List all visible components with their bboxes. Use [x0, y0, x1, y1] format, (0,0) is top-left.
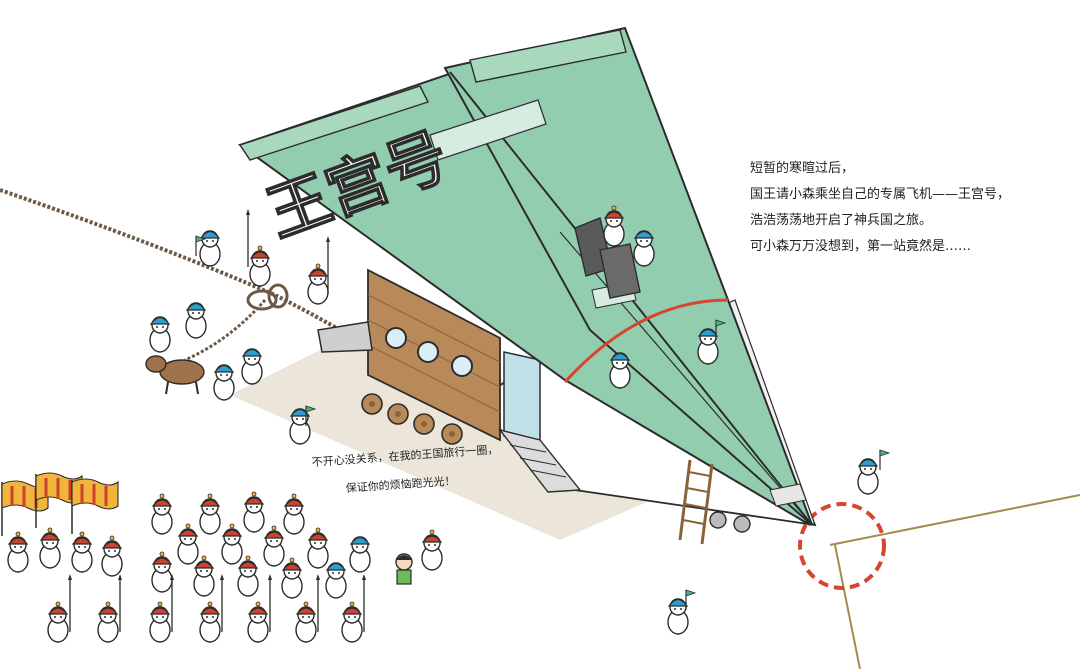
spear-icon	[245, 208, 251, 268]
soldier-figure-icon	[199, 493, 221, 535]
rope-knot-icon	[246, 283, 289, 311]
soldier-figure-icon	[71, 531, 93, 573]
narration-line: 国王请小森乘坐自己的专属飞机——王宫号，	[750, 187, 1011, 202]
porthole-window-icon	[451, 355, 473, 377]
spear-icon	[267, 573, 273, 633]
soldier-figure-icon	[247, 601, 269, 643]
narration-line: 浩浩荡荡地开启了神兵国之旅。	[750, 213, 933, 228]
wheel-icon	[387, 403, 409, 425]
pennant-flag-icon	[685, 589, 696, 611]
soldier-figure-icon	[97, 601, 119, 643]
boy-character-icon	[395, 553, 413, 585]
soldier-figure-icon	[149, 601, 171, 643]
soldier-figure-icon	[307, 263, 329, 305]
cabin-door	[503, 351, 541, 441]
anchor-target	[798, 502, 886, 590]
spear-icon	[219, 573, 225, 633]
tape-patch	[769, 483, 807, 507]
spear-icon	[117, 573, 123, 633]
wheel-icon	[413, 413, 435, 435]
soldier-figure-icon	[283, 493, 305, 535]
soldier-figure-icon	[39, 527, 61, 569]
soldier-figure-icon	[281, 557, 303, 599]
wing-flap-left	[238, 85, 429, 161]
soldier-figure-icon	[697, 328, 719, 365]
rope-left	[0, 188, 341, 332]
soldier-figure-icon	[263, 525, 285, 567]
cockpit-seat	[574, 217, 641, 299]
soldier-figure-icon	[325, 562, 347, 599]
soldier-figure-icon	[199, 230, 221, 267]
rope-right-lower	[834, 544, 861, 669]
wheel-icon	[441, 423, 463, 445]
soldier-figure-icon	[177, 523, 199, 565]
wing-red-stripe	[563, 298, 729, 384]
soldier-figure-icon	[341, 601, 363, 643]
speech-line: 保证你的烦恼跑光光！	[345, 473, 456, 495]
spear-icon	[315, 573, 321, 633]
soldier-figure-icon	[237, 555, 259, 597]
soldier-figure-icon	[149, 316, 171, 353]
wheel-icon	[709, 511, 727, 529]
soldier-figure-icon	[185, 302, 207, 339]
soldier-figure-icon	[289, 408, 311, 445]
pennant-flag-icon	[879, 449, 890, 471]
soldier-figure-icon	[151, 551, 173, 593]
soldier-figure-icon	[47, 601, 69, 643]
soldier-figure-icon	[7, 531, 29, 573]
soldier-figure-icon	[349, 536, 371, 573]
narration-line: 可小森万万没想到，第一站竟然是……	[750, 239, 972, 254]
soldier-figure-icon	[221, 523, 243, 565]
soldier-figure-icon	[101, 535, 123, 577]
horse-icon	[145, 355, 205, 395]
soldier-figure-icon	[307, 527, 329, 569]
tape-patch	[429, 99, 547, 161]
soldier-figure-icon	[151, 493, 173, 535]
wing-flap-right	[469, 29, 627, 83]
porthole-window-icon	[417, 341, 439, 363]
soldier-figure-icon	[241, 348, 263, 385]
soldier-figure-icon	[199, 601, 221, 643]
soldier-figure-icon	[667, 598, 689, 635]
spear-icon	[361, 573, 367, 633]
soldier-figure-icon	[193, 555, 215, 597]
soldier-figure-icon	[857, 458, 879, 495]
wheel-icon	[733, 515, 751, 533]
wing-crease-right	[559, 231, 813, 526]
soldier-figure-icon	[243, 491, 265, 533]
boarding-stairs	[498, 428, 582, 493]
banner-flag-icon	[70, 477, 120, 536]
soldier-figure-icon	[421, 529, 443, 571]
rope-right	[829, 494, 1080, 546]
ladder-icon	[678, 459, 714, 545]
spear-icon	[67, 573, 73, 633]
narration-text: 短暂的寒暄过后， 国王请小森乘坐自己的专属飞机——王宫号， 浩浩荡荡地开启了神兵…	[750, 156, 1070, 260]
wheel-icon	[361, 393, 383, 415]
soldier-figure-icon	[295, 601, 317, 643]
porthole-window-icon	[385, 327, 407, 349]
soldier-figure-icon	[213, 364, 235, 401]
nose-mount	[317, 321, 373, 353]
soldier-figure-icon	[249, 245, 271, 287]
narration-line: 短暂的寒暄过后，	[750, 161, 855, 176]
soldier-figure-icon	[633, 230, 655, 267]
soldier-figure-icon	[609, 352, 631, 389]
